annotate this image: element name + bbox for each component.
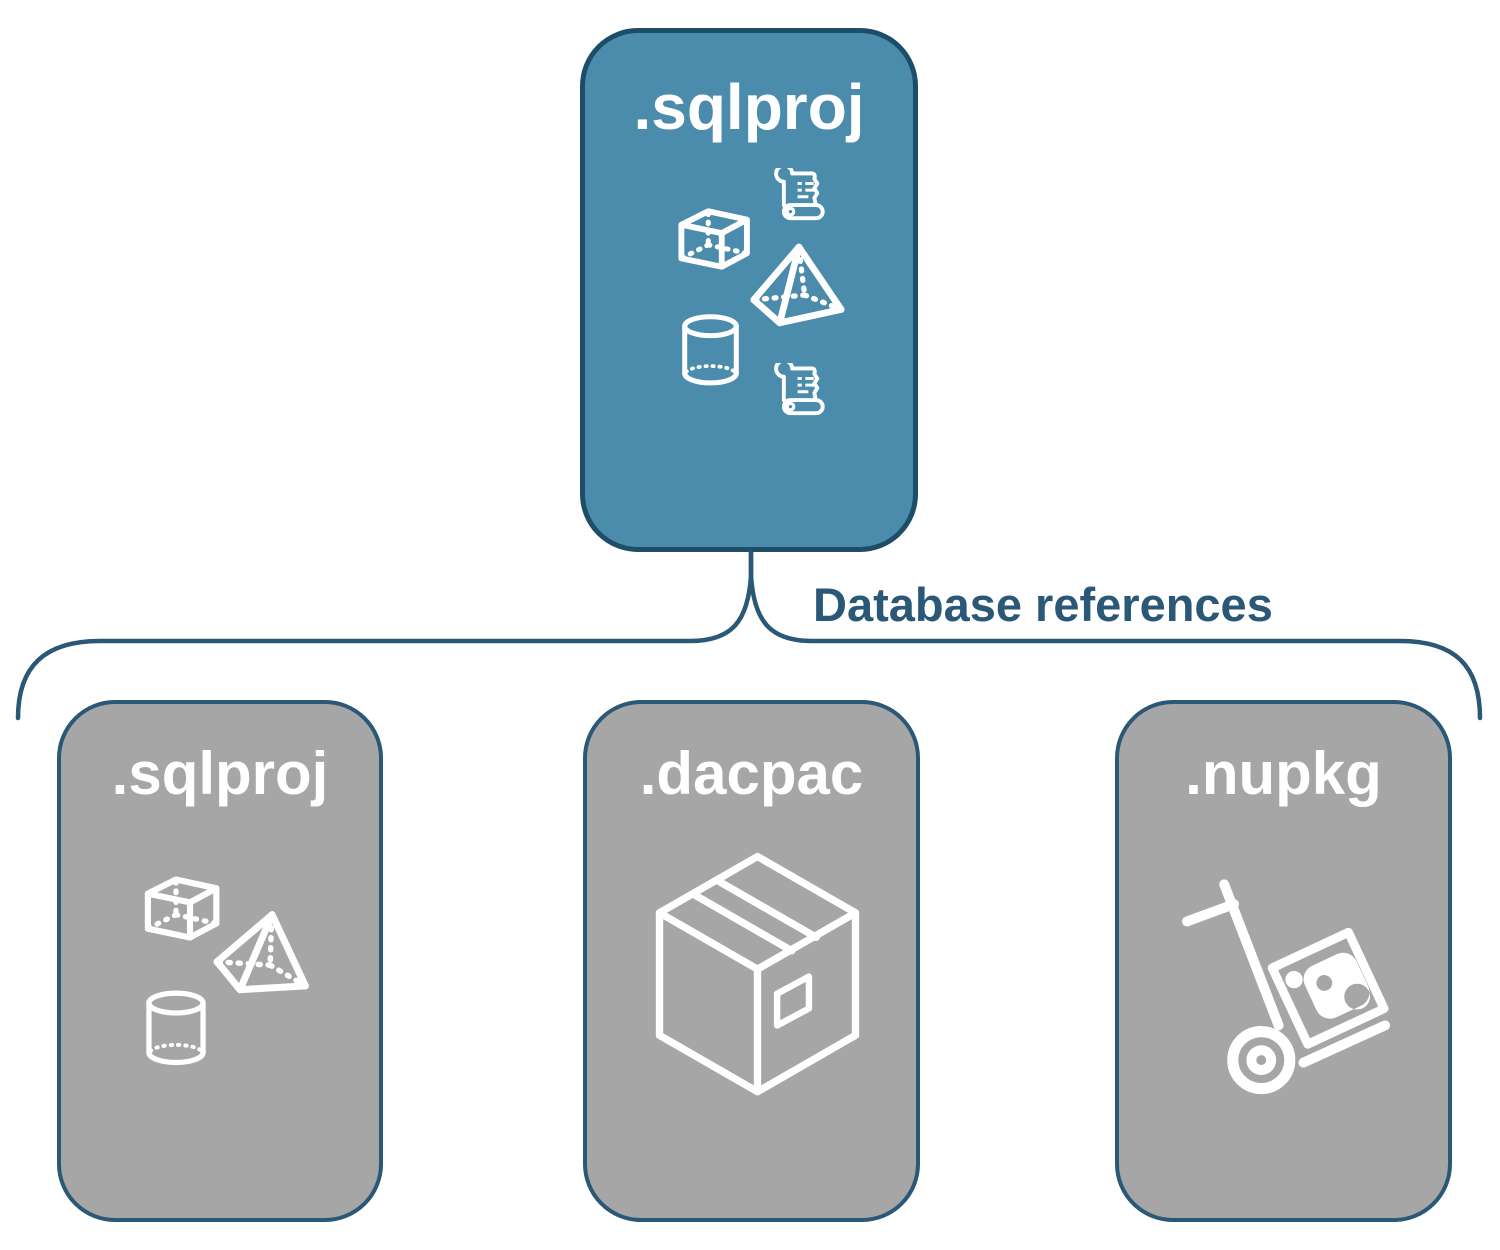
cube-icon [139,869,227,948]
cylinder-icon [679,313,742,386]
child-node-label: .dacpac [639,740,864,807]
cylinder-icon [143,989,209,1066]
package-box-icon [635,844,880,1114]
hand-truck-nuget-icon [1167,862,1415,1122]
scroll-icon [774,168,825,221]
child-node-dacpac: .dacpac [583,700,920,1222]
cube-icon [673,201,757,277]
root-node-sqlproj: .sqlproj [580,28,918,552]
child-node-nupkg: .nupkg [1115,700,1452,1222]
pyramid-icon [208,902,321,1005]
child-node-label: .nupkg [1185,740,1382,807]
pyramid-icon [749,242,845,327]
scroll-icon [774,363,825,416]
child-node-label: .sqlproj [111,740,329,807]
child-node-sqlproj: .sqlproj [57,700,383,1222]
root-node-label: .sqlproj [633,71,865,143]
connector-label: Database references [813,578,1273,631]
